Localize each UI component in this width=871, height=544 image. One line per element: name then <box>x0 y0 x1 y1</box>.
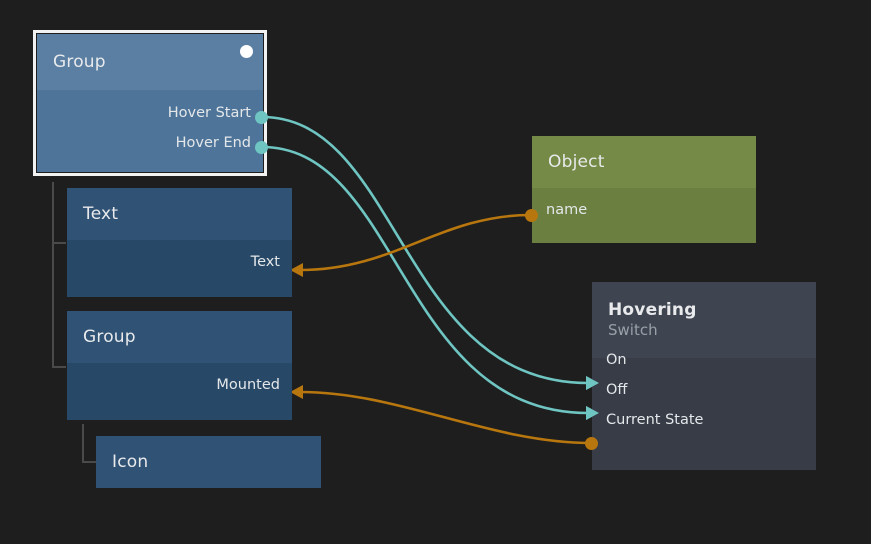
port-current-state[interactable]: Current State <box>606 410 703 430</box>
node-body: Text <box>67 240 292 297</box>
port-label: Text <box>250 254 280 270</box>
node-body: name <box>532 188 756 243</box>
node-title: Text <box>83 203 119 224</box>
port-dot-current-state[interactable] <box>585 437 598 450</box>
port-label: Current State <box>606 412 704 428</box>
node-header[interactable]: Group <box>67 311 292 363</box>
tree-line-branch-icon <box>82 461 96 463</box>
node-title: Hovering <box>608 300 697 320</box>
node-title: Group <box>53 51 106 72</box>
node-object[interactable]: Object name <box>532 136 756 243</box>
selection-ring <box>33 30 267 176</box>
port-label: On <box>606 352 627 368</box>
port-hover-start[interactable]: Hover Start <box>168 103 251 123</box>
tree-line-trunk-main <box>52 182 54 368</box>
node-title: Group <box>83 326 136 347</box>
port-off[interactable]: Off <box>606 380 627 400</box>
port-on[interactable]: On <box>606 350 627 370</box>
node-body: Hover Start Hover End <box>37 90 263 172</box>
port-arrow-off[interactable] <box>586 406 599 420</box>
node-title: Object <box>548 151 605 172</box>
port-arrow-on[interactable] <box>586 376 599 390</box>
selected-indicator-dot <box>240 45 253 58</box>
node-header[interactable]: Object <box>532 136 756 188</box>
node-text[interactable]: Text Text <box>67 188 292 297</box>
node-body: On Off Current State <box>592 352 816 470</box>
port-text-out[interactable]: Text <box>251 252 280 272</box>
port-label: Hover Start <box>167 105 251 121</box>
edge-current-state-to-mounted <box>299 390 592 445</box>
port-label: Mounted <box>216 377 280 393</box>
node-icon[interactable]: Icon <box>96 436 321 488</box>
port-label: name <box>546 202 588 218</box>
edge-name-to-text <box>299 213 532 272</box>
node-header[interactable]: Group <box>37 34 263 90</box>
port-name[interactable]: name <box>546 200 587 220</box>
port-hover-end[interactable]: Hover End <box>176 133 251 153</box>
port-mounted[interactable]: Mounted <box>216 375 280 395</box>
tree-line-branch-group <box>52 366 66 368</box>
node-header[interactable]: Text <box>67 188 292 240</box>
node-header[interactable]: Icon <box>96 436 321 488</box>
port-dot-name[interactable] <box>525 209 538 222</box>
node-group[interactable]: Group Mounted <box>67 311 292 420</box>
tree-line-branch-text <box>52 242 66 244</box>
tree-line-trunk-icon <box>82 424 84 463</box>
node-hovering[interactable]: Hovering Switch On Off Current State <box>592 282 816 470</box>
node-title: Icon <box>112 451 149 472</box>
port-dot-hover-start[interactable] <box>255 111 268 124</box>
node-header[interactable]: Hovering Switch <box>592 282 816 358</box>
node-subtitle: Switch <box>608 321 658 339</box>
node-group-selected[interactable]: Group Hover Start Hover End <box>37 34 263 172</box>
port-label: Hover End <box>175 135 251 151</box>
node-body: Mounted <box>67 363 292 420</box>
port-label: Off <box>606 382 628 398</box>
port-dot-hover-end[interactable] <box>255 141 268 154</box>
